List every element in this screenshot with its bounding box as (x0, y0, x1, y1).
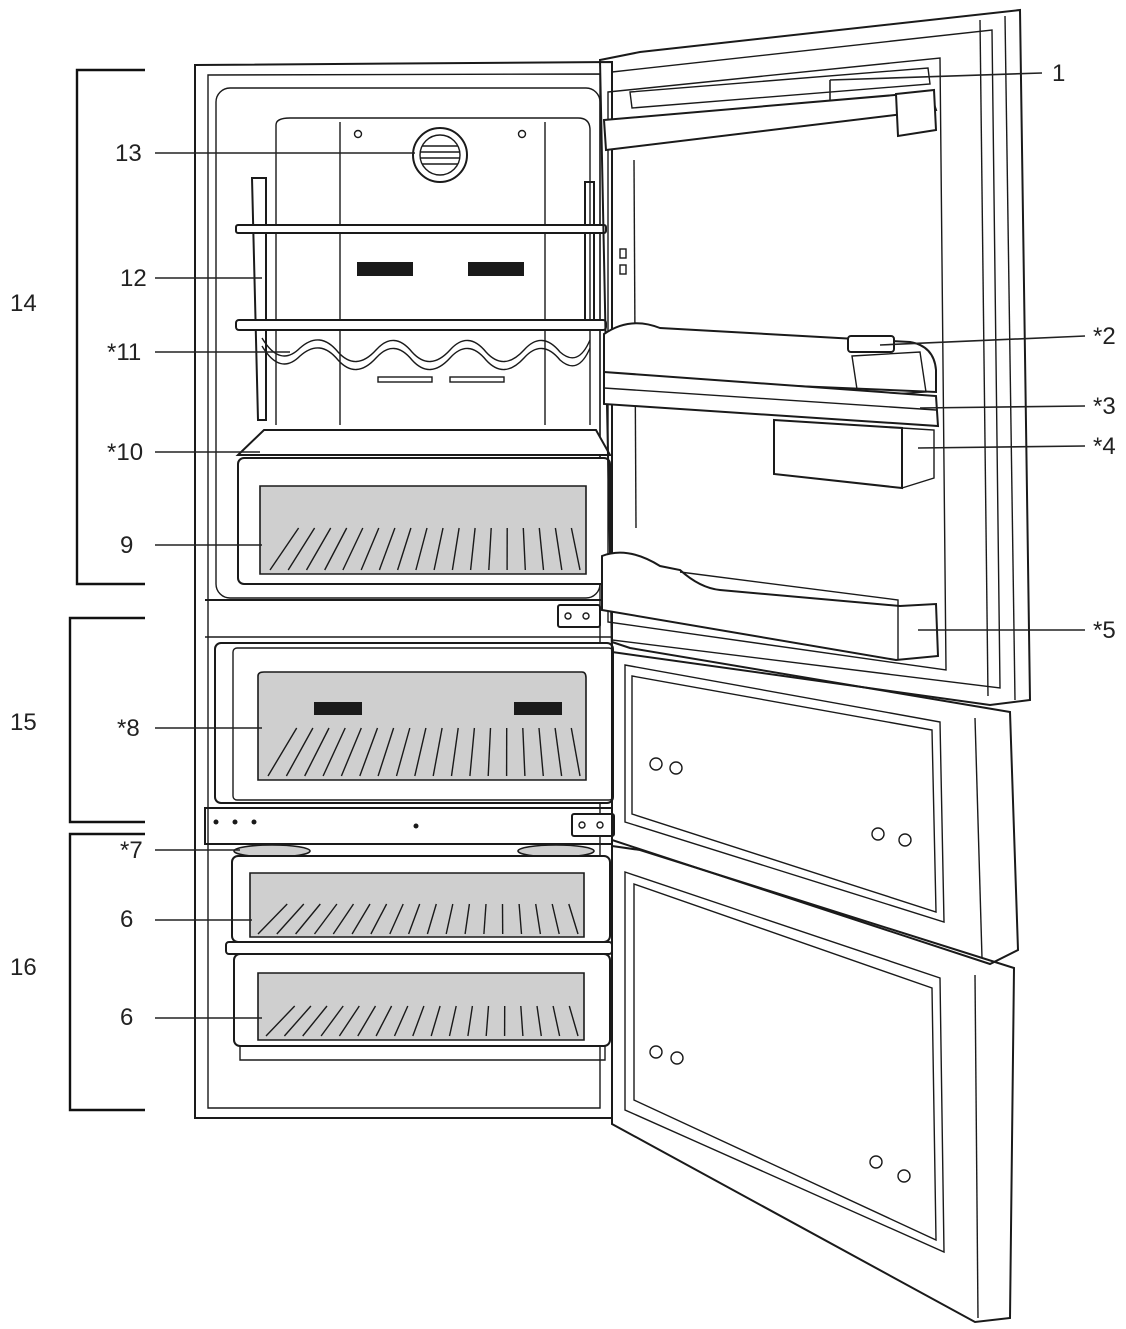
drawer-rib (393, 1005, 409, 1037)
callout-11: *11 (107, 339, 141, 366)
callout-10: *10 (107, 439, 143, 466)
drawer-rib (432, 727, 443, 777)
drawer-rib (322, 727, 346, 777)
drawer-rib (357, 1005, 377, 1037)
callout-1: 1 (1052, 60, 1065, 87)
drawer-rib (395, 727, 411, 777)
fan-grille (412, 127, 468, 183)
drawer-rib (265, 1005, 296, 1037)
callout-6b: 6 (120, 1004, 133, 1031)
drawer-rib (302, 1005, 328, 1037)
drawer-rib (467, 1005, 474, 1037)
leader-lines (155, 72, 1086, 1019)
drawer-rib (370, 903, 388, 935)
drawer-rib (360, 527, 380, 571)
drawer-rib (450, 727, 459, 777)
drawer-rib (375, 1005, 393, 1037)
drawer-rib (359, 727, 379, 777)
drawer-rib (448, 1005, 457, 1037)
drawer-rib (287, 527, 316, 571)
drawer-rib (483, 903, 487, 935)
drawer-rib (338, 1005, 360, 1037)
drawer-rib (305, 527, 332, 571)
drawer-rib (396, 527, 412, 571)
section-14: 14 (10, 290, 37, 317)
drawer-rib (283, 1005, 312, 1037)
drawer-rib (570, 527, 581, 571)
drawer-rib (554, 527, 563, 571)
callout-2: *2 (1093, 323, 1116, 350)
drawer-rib (552, 1005, 561, 1037)
drawer-rib (538, 727, 544, 777)
drawer-rib (488, 527, 492, 571)
drawer-rib (313, 903, 338, 935)
drawer-rib (320, 1005, 344, 1037)
drawer-rib (522, 727, 526, 777)
section-brackets (68, 68, 145, 1112)
drawer-rib (389, 903, 404, 935)
callout-7: *7 (120, 837, 143, 864)
drawer-rib (426, 903, 437, 935)
drawer-rib (551, 903, 560, 935)
drawer-rib (536, 1005, 542, 1037)
middle-drawer (214, 642, 614, 804)
drawer-rib (570, 727, 581, 777)
drawer-rib (304, 727, 330, 777)
drawer-rib (469, 527, 476, 571)
callout-9: 9 (120, 532, 133, 559)
callout-6a: 6 (120, 906, 133, 933)
drawer-rib (464, 903, 471, 935)
drawer-rib (257, 903, 288, 935)
drawer-rib (535, 903, 542, 935)
drawer-rib (538, 527, 545, 571)
drawer-rib (451, 527, 460, 571)
drawer-rib (518, 903, 523, 935)
freezer-door (611, 844, 1016, 1324)
drawer-rib (276, 903, 305, 935)
callout-4: *4 (1093, 433, 1116, 460)
callout-12: 12 (120, 265, 147, 292)
callout-8: *8 (117, 715, 140, 742)
section-15: 15 (10, 709, 37, 736)
drawer-rib (377, 727, 395, 777)
drawer-rib (267, 727, 298, 777)
cabinet (194, 60, 615, 1119)
drawer-rib (469, 727, 476, 777)
drawer-rib (445, 903, 454, 935)
drawer-rib (342, 527, 364, 571)
drawer-rib (412, 1005, 425, 1037)
section-16: 16 (10, 954, 37, 981)
drawer-rib (407, 903, 421, 935)
callout-13: 13 (115, 140, 142, 167)
callout-3: *3 (1093, 393, 1116, 420)
drawer-rib (430, 1005, 441, 1037)
drawer-rib (568, 1005, 579, 1037)
middle-door (611, 640, 1020, 966)
drawer-rib (414, 727, 427, 777)
drawer-rib (485, 1005, 490, 1037)
fridge-interior (235, 117, 612, 585)
callout-labels: 1 *2 *3 *4 *5 13 12 *11 *10 9 *8 *7 6 6 … (10, 60, 1116, 1031)
freezer-drawers (225, 844, 613, 1061)
drawer-rib (554, 727, 563, 777)
drawer-rib (487, 727, 492, 777)
drawer-rib (351, 903, 371, 935)
drawer-rib (378, 527, 396, 571)
drawer-rib (520, 1005, 524, 1037)
drawer-rib (340, 727, 362, 777)
callout-5: *5 (1093, 617, 1116, 644)
drawer-rib (324, 527, 348, 571)
drawer-rib (295, 903, 321, 935)
drawer-rib (522, 527, 526, 571)
drawer-rib (568, 903, 579, 935)
fridge-door (598, 8, 1032, 707)
drawer-rib (332, 903, 355, 935)
drawer-rib (269, 527, 300, 571)
drawer-rib (433, 527, 444, 571)
drawer-rib (285, 727, 314, 777)
drawer-rib (415, 527, 428, 571)
